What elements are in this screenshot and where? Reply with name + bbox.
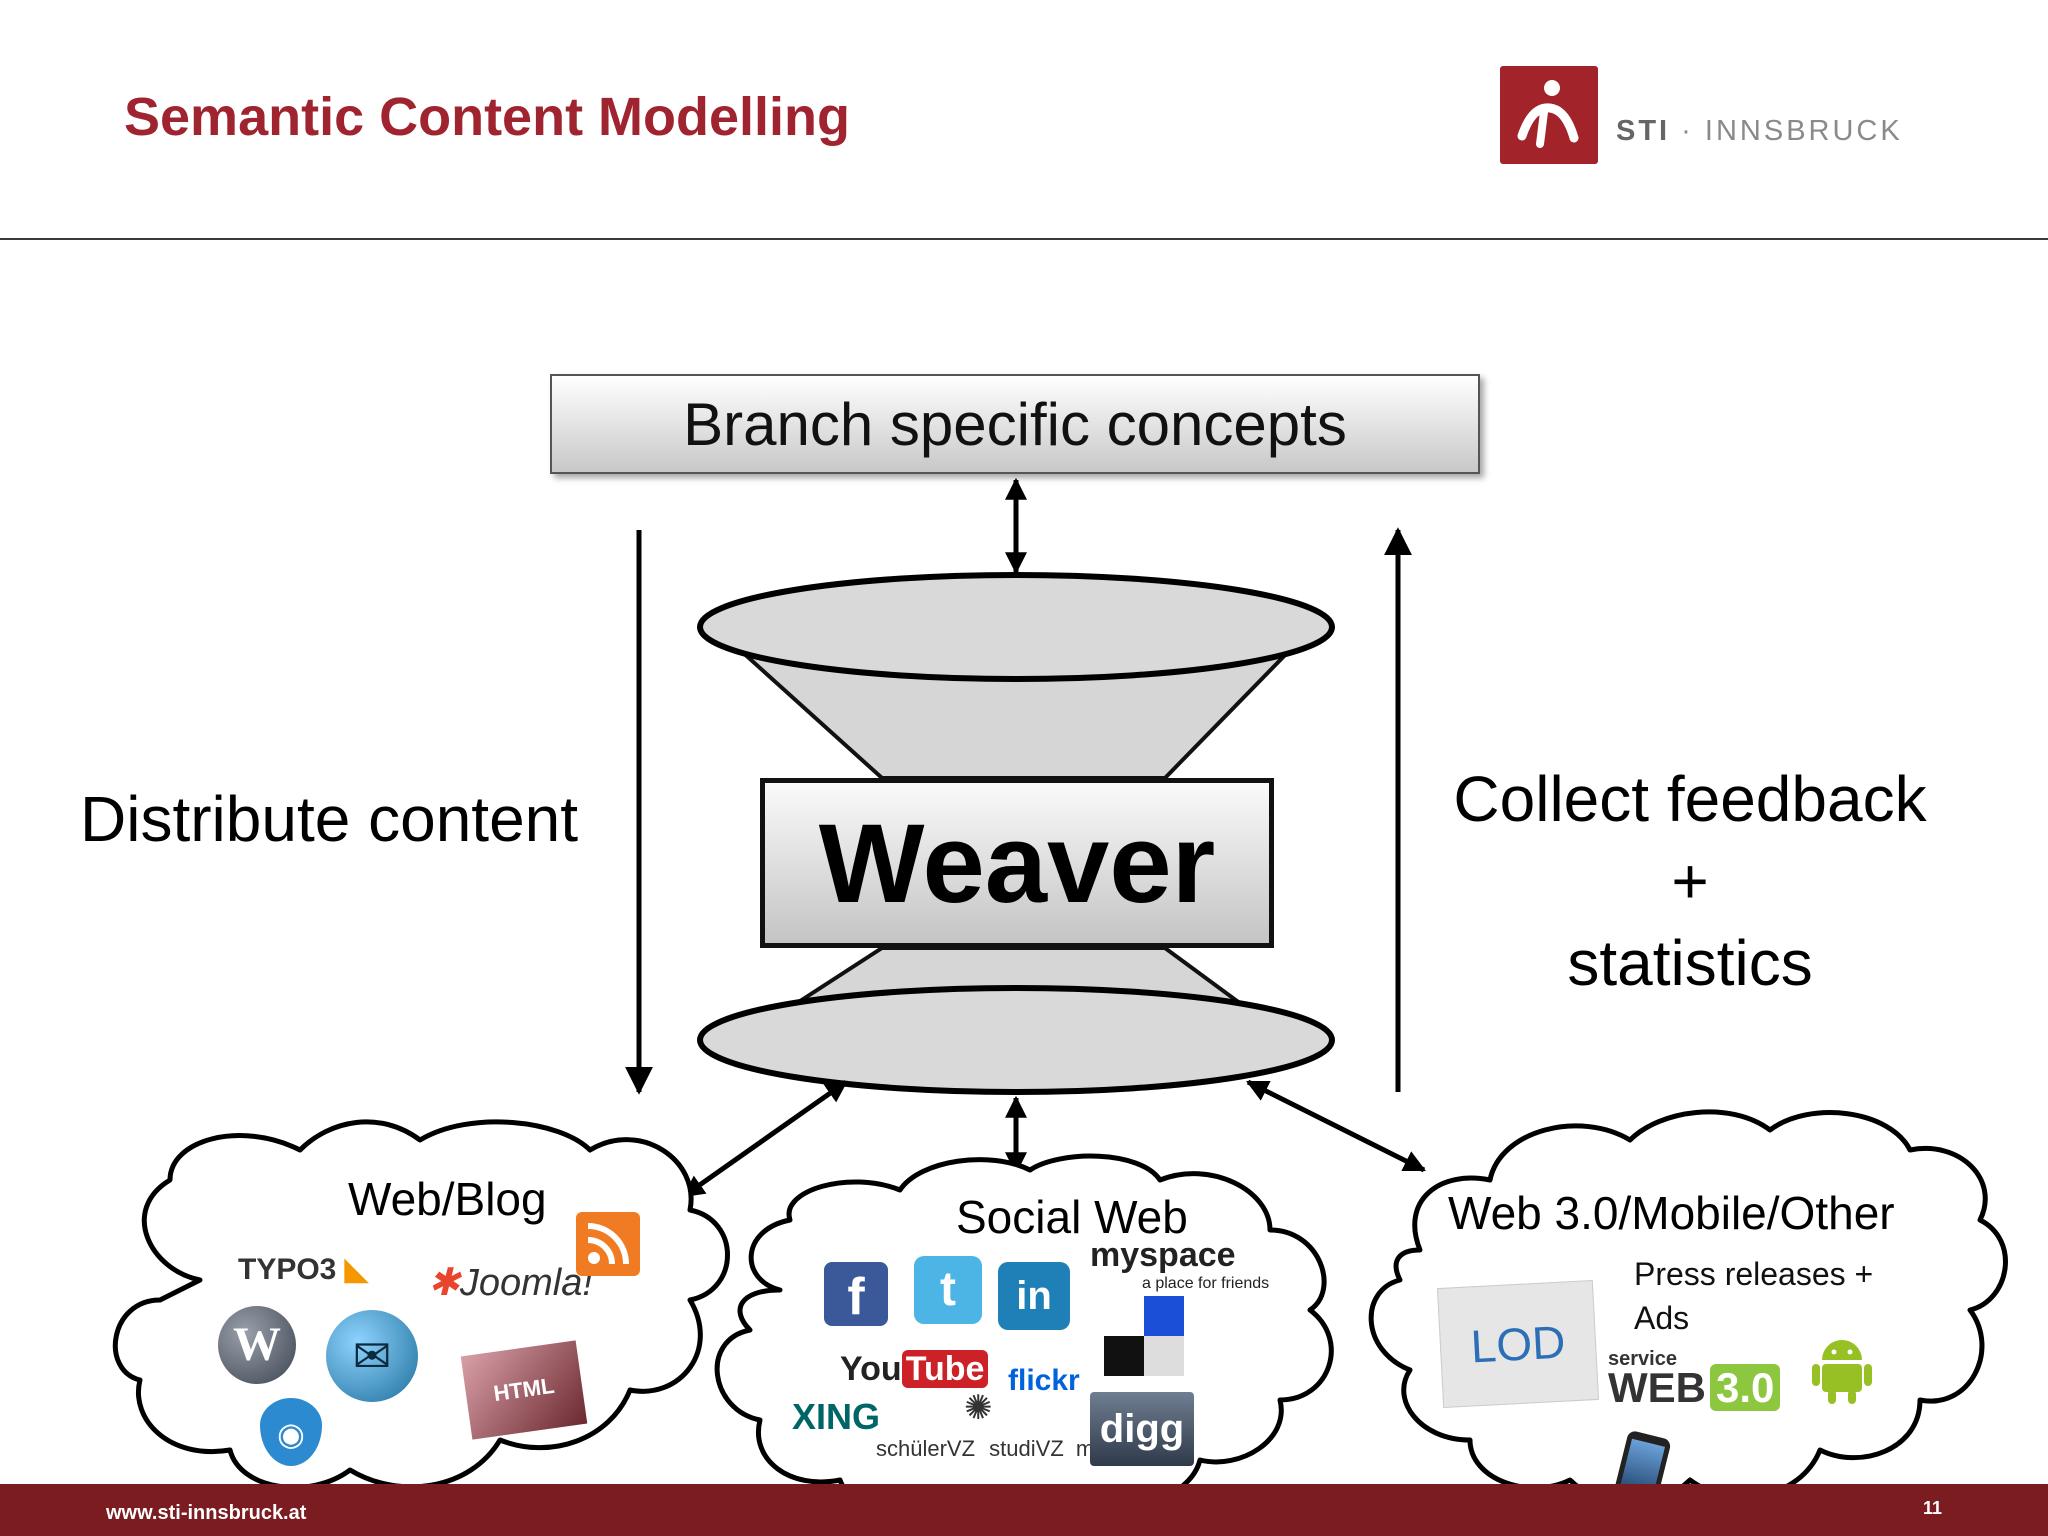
studivz-text: studiVZ: [989, 1436, 1064, 1461]
linkedin-icon: in: [998, 1262, 1070, 1330]
digg-logo: digg: [1090, 1392, 1194, 1466]
myspace-tagline: a place for friends: [1142, 1275, 1270, 1292]
page-number: 11: [1922, 1498, 1942, 1518]
rss-icon: [576, 1212, 640, 1276]
web-blog-label: Web/Blog: [348, 1173, 547, 1225]
myspace-text: myspace: [1090, 1236, 1236, 1274]
android-icon: [1812, 1334, 1872, 1406]
logo-separator: ·: [1670, 115, 1705, 147]
logo-name: INNSBRUCK: [1704, 115, 1903, 147]
footer-bar: www.sti-innsbruck.at 11: [0, 1484, 2048, 1536]
slide-title: Semantic Content Modelling: [124, 87, 851, 147]
weaver-web3-arrow: [1246, 1079, 1426, 1173]
version-badge: 3.0: [1710, 1364, 1781, 1411]
sti-logo-mark-icon: [1500, 66, 1598, 164]
youtube-you: You: [840, 1350, 902, 1388]
press-releases-line: Press releases +: [1634, 1256, 1874, 1292]
web-text: WEB: [1608, 1364, 1706, 1411]
weaver-box: Weaver: [760, 778, 1274, 948]
footer-url[interactable]: www.sti-innsbruck.at: [106, 1502, 307, 1524]
logo-wordmark: STI · INNSBRUCK: [1616, 115, 1903, 148]
funnel-bottom-disc: [697, 985, 1335, 1095]
html-logo: HTML: [460, 1340, 588, 1440]
gear-icon: ✺: [964, 1389, 993, 1427]
xing-logo: XING: [792, 1396, 881, 1437]
feedback-line-2: +: [1671, 845, 1709, 917]
cloud-web3-mobile: [1368, 1109, 2008, 1505]
collect-feedback-label: Collect feedback + statistics: [1420, 758, 1960, 1004]
joomla-text: Joomla!: [459, 1262, 593, 1304]
wordpress-icon: W: [218, 1306, 296, 1384]
delicious-icon: [1104, 1296, 1184, 1376]
vz-logos: schülerVZ studiVZ mei: [876, 1436, 1111, 1462]
web3-mobile-label: Web 3.0/Mobile/Other: [1448, 1187, 1895, 1239]
funnel-top-disc: [697, 572, 1335, 682]
myspace-logo: myspace a place for friends: [1090, 1236, 1269, 1293]
header-divider: [0, 238, 2048, 240]
feedback-line-3: statistics: [1567, 927, 1813, 999]
feedback-line-1: Collect feedback: [1453, 763, 1927, 835]
distribute-content-label: Distribute content: [80, 783, 579, 855]
weaver-funnel: [697, 572, 1335, 1095]
branch-concepts-box: Branch specific concepts: [550, 374, 1480, 474]
service-text: service: [1608, 1348, 1677, 1370]
facebook-icon: f: [824, 1262, 888, 1326]
press-releases-note: Press releases + Ads: [1634, 1252, 1873, 1340]
mail-icon: ✉: [326, 1310, 418, 1402]
schuelervz-text: schülerVZ: [876, 1436, 976, 1461]
youtube-tube: Tube: [901, 1350, 989, 1388]
weaver-webblog-arrow: [682, 1079, 848, 1199]
twitter-icon: t: [914, 1256, 982, 1324]
flickr-logo: flickr: [1008, 1364, 1080, 1397]
joomla-logo: ✱Joomla!: [428, 1262, 593, 1304]
typo3-text: TYPO3: [238, 1253, 337, 1286]
drupal-icon: ◉: [260, 1398, 322, 1466]
ads-line: Ads: [1634, 1300, 1690, 1336]
logo-brand: STI: [1616, 115, 1671, 147]
lod-cloud-image: LOD: [1436, 1280, 1600, 1408]
typo3-logo: TYPO3 ◣: [238, 1253, 368, 1286]
social-web-label: Social Web: [956, 1191, 1188, 1243]
